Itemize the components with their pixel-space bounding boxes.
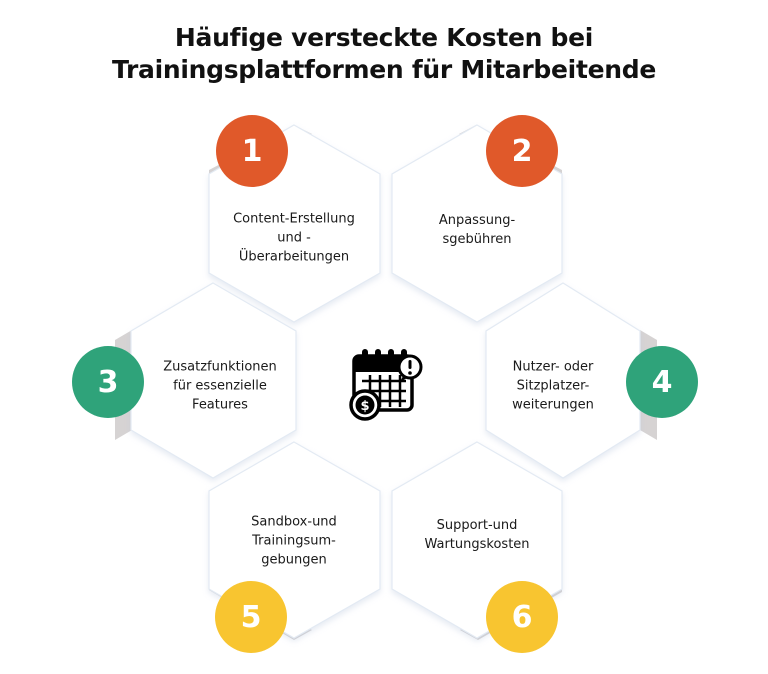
badge-3: 3 bbox=[72, 346, 144, 418]
badge-5-number: 5 bbox=[240, 599, 262, 635]
title-line-1: Häufige versteckte Kosten bei bbox=[174, 23, 594, 52]
hex-3 bbox=[130, 282, 297, 479]
badge-3-number: 3 bbox=[97, 364, 119, 400]
hex-4 bbox=[485, 282, 641, 479]
badge-6-number: 6 bbox=[511, 599, 533, 635]
svg-text:$: $ bbox=[360, 399, 369, 414]
hex-2-label: Anpassung-sgebühren bbox=[438, 213, 516, 247]
badge-2: 2 bbox=[486, 115, 558, 187]
badge-5: 5 bbox=[215, 581, 287, 653]
badge-2-number: 2 bbox=[511, 133, 533, 169]
page-title: Häufige versteckte Kosten bei Trainingsp… bbox=[0, 22, 768, 86]
calendar-cost-alert-icon: $ bbox=[348, 345, 424, 421]
badge-4: 4 bbox=[626, 346, 698, 418]
title-line-2: Trainingsplattformen für Mitarbeitende bbox=[111, 55, 657, 84]
badge-4-number: 4 bbox=[651, 364, 673, 400]
badge-1-number: 1 bbox=[241, 133, 263, 169]
badge-1: 1 bbox=[216, 115, 288, 187]
badge-6: 6 bbox=[486, 581, 558, 653]
